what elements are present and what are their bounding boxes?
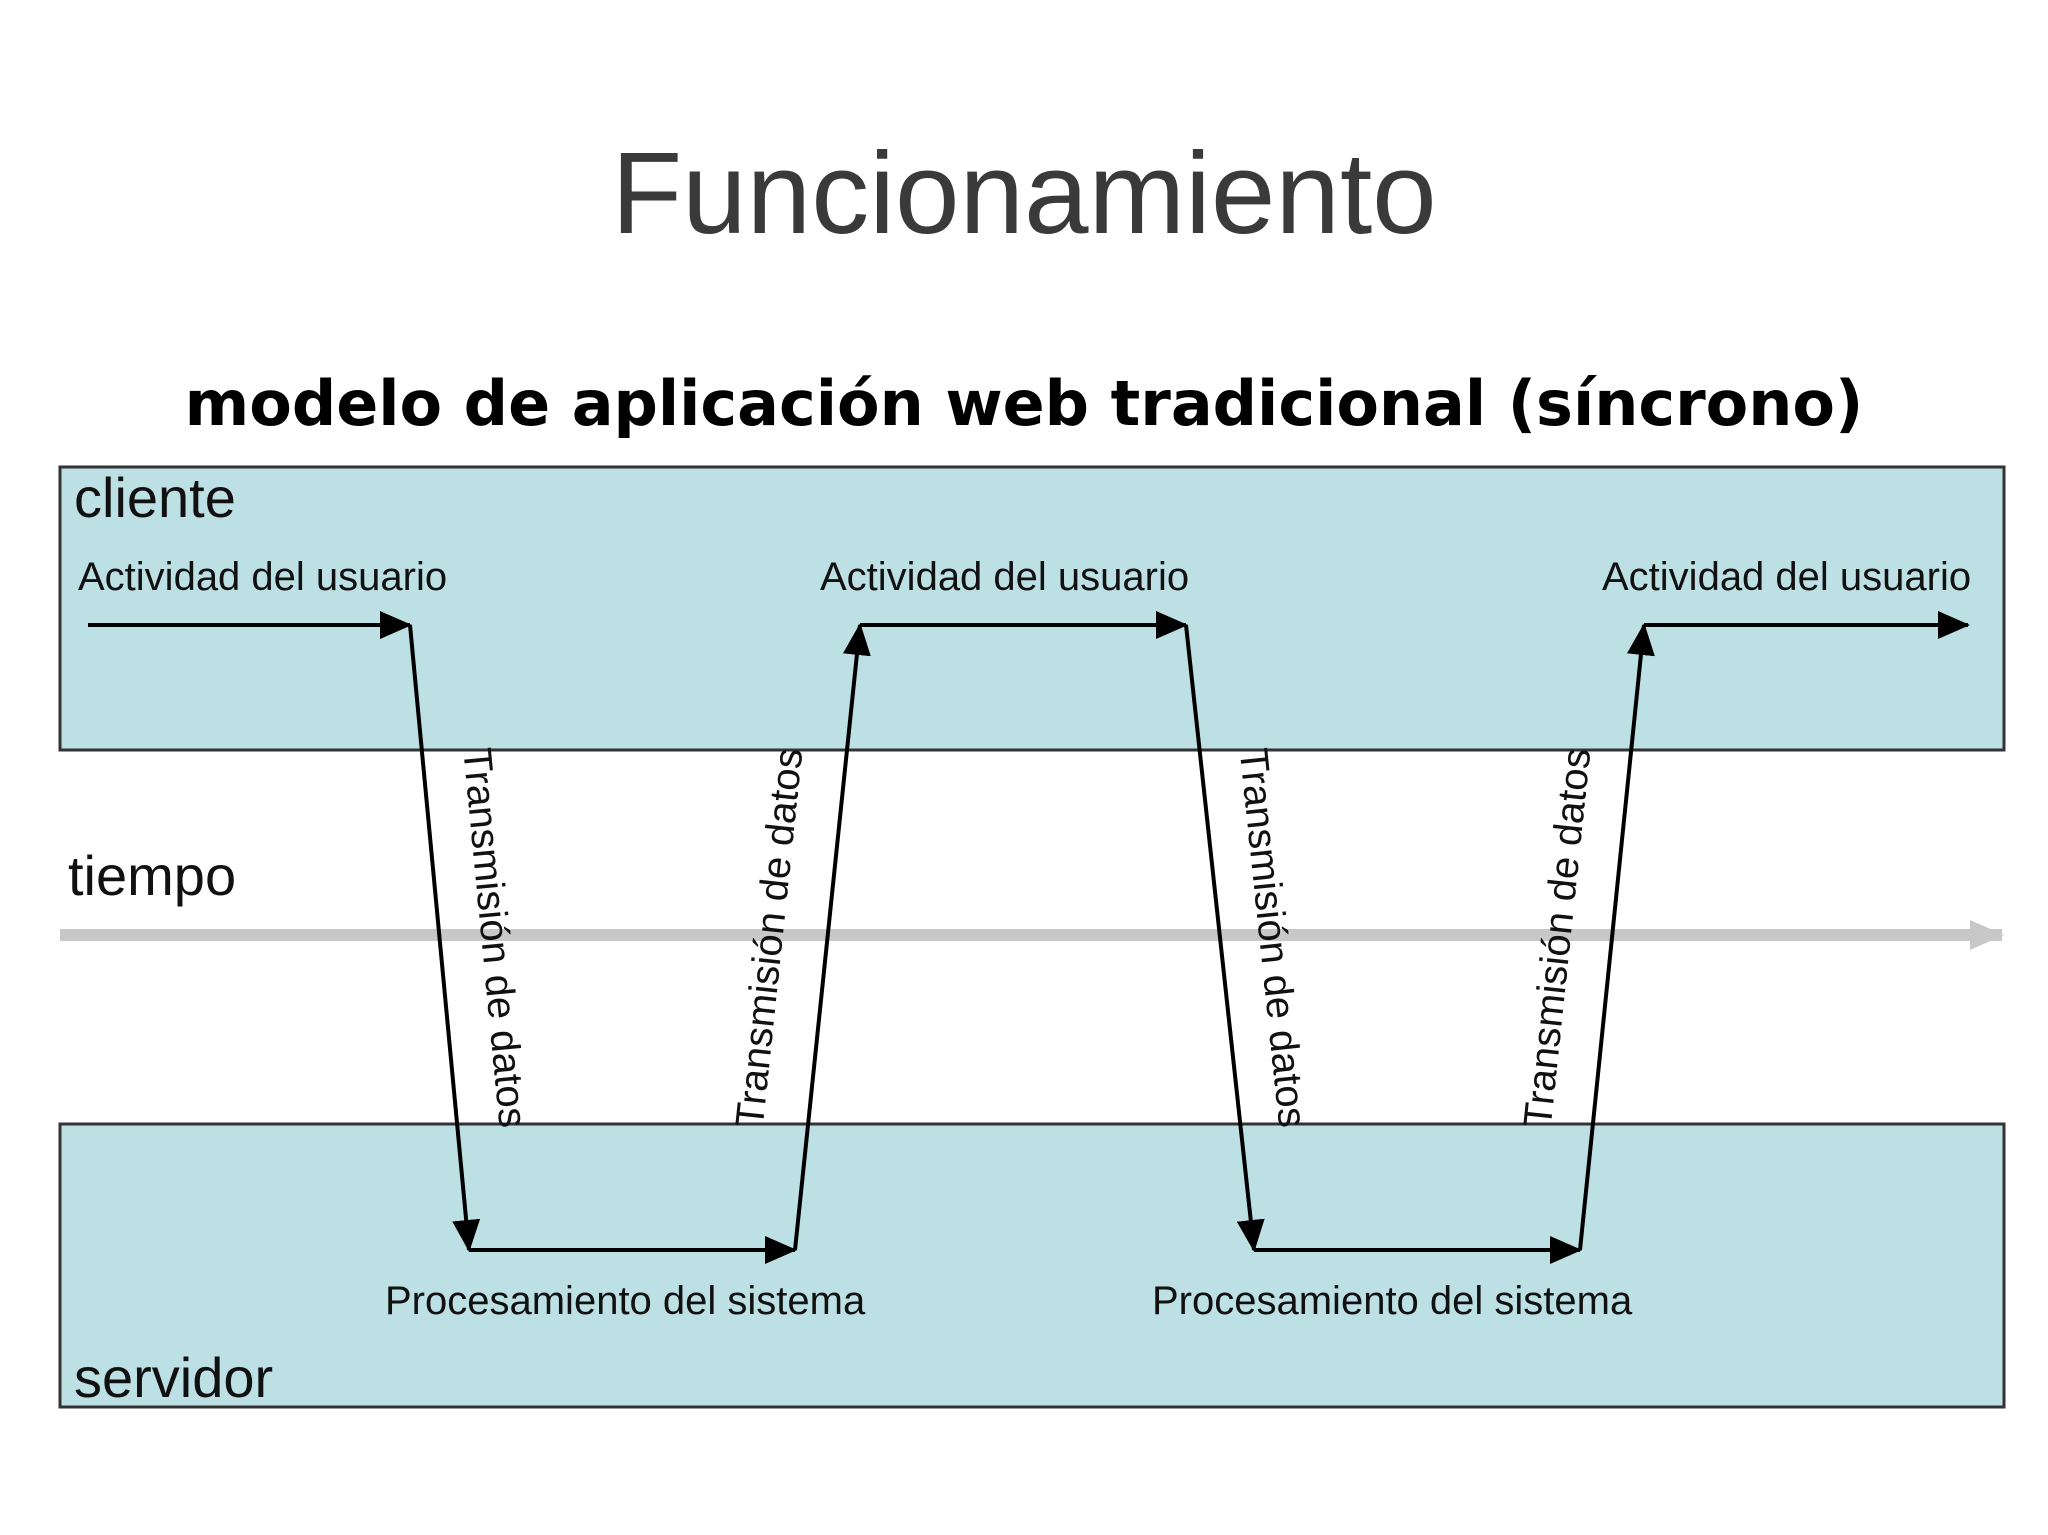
system-processing-label-1: Procesamiento del sistema (385, 1279, 866, 1323)
system-processing-label-2: Procesamiento del sistema (1152, 1279, 1633, 1323)
diagram-title: modelo de aplicación web tradicional (sí… (185, 367, 1864, 440)
server-lane-label: servidor (74, 1346, 273, 1409)
client-lane (58, 465, 2006, 752)
client-lane-label: cliente (74, 466, 236, 529)
slide-title: Funcionamiento (611, 128, 1437, 258)
user-activity-label-3: Actividad del usuario (1602, 555, 1971, 599)
transmission-arrow-down-2 (1184, 624, 1265, 1252)
transmission-arrow-up-1 (793, 623, 871, 1251)
user-activity-label-2: Actividad del usuario (820, 555, 1189, 599)
server-lane (58, 1122, 2006, 1409)
transmission-arrow-down-1 (408, 624, 481, 1252)
time-axis-label: tiempo (68, 844, 236, 907)
user-activity-label-1: Actividad del usuario (78, 555, 447, 599)
transmission-arrow-up-2 (1578, 623, 1655, 1251)
